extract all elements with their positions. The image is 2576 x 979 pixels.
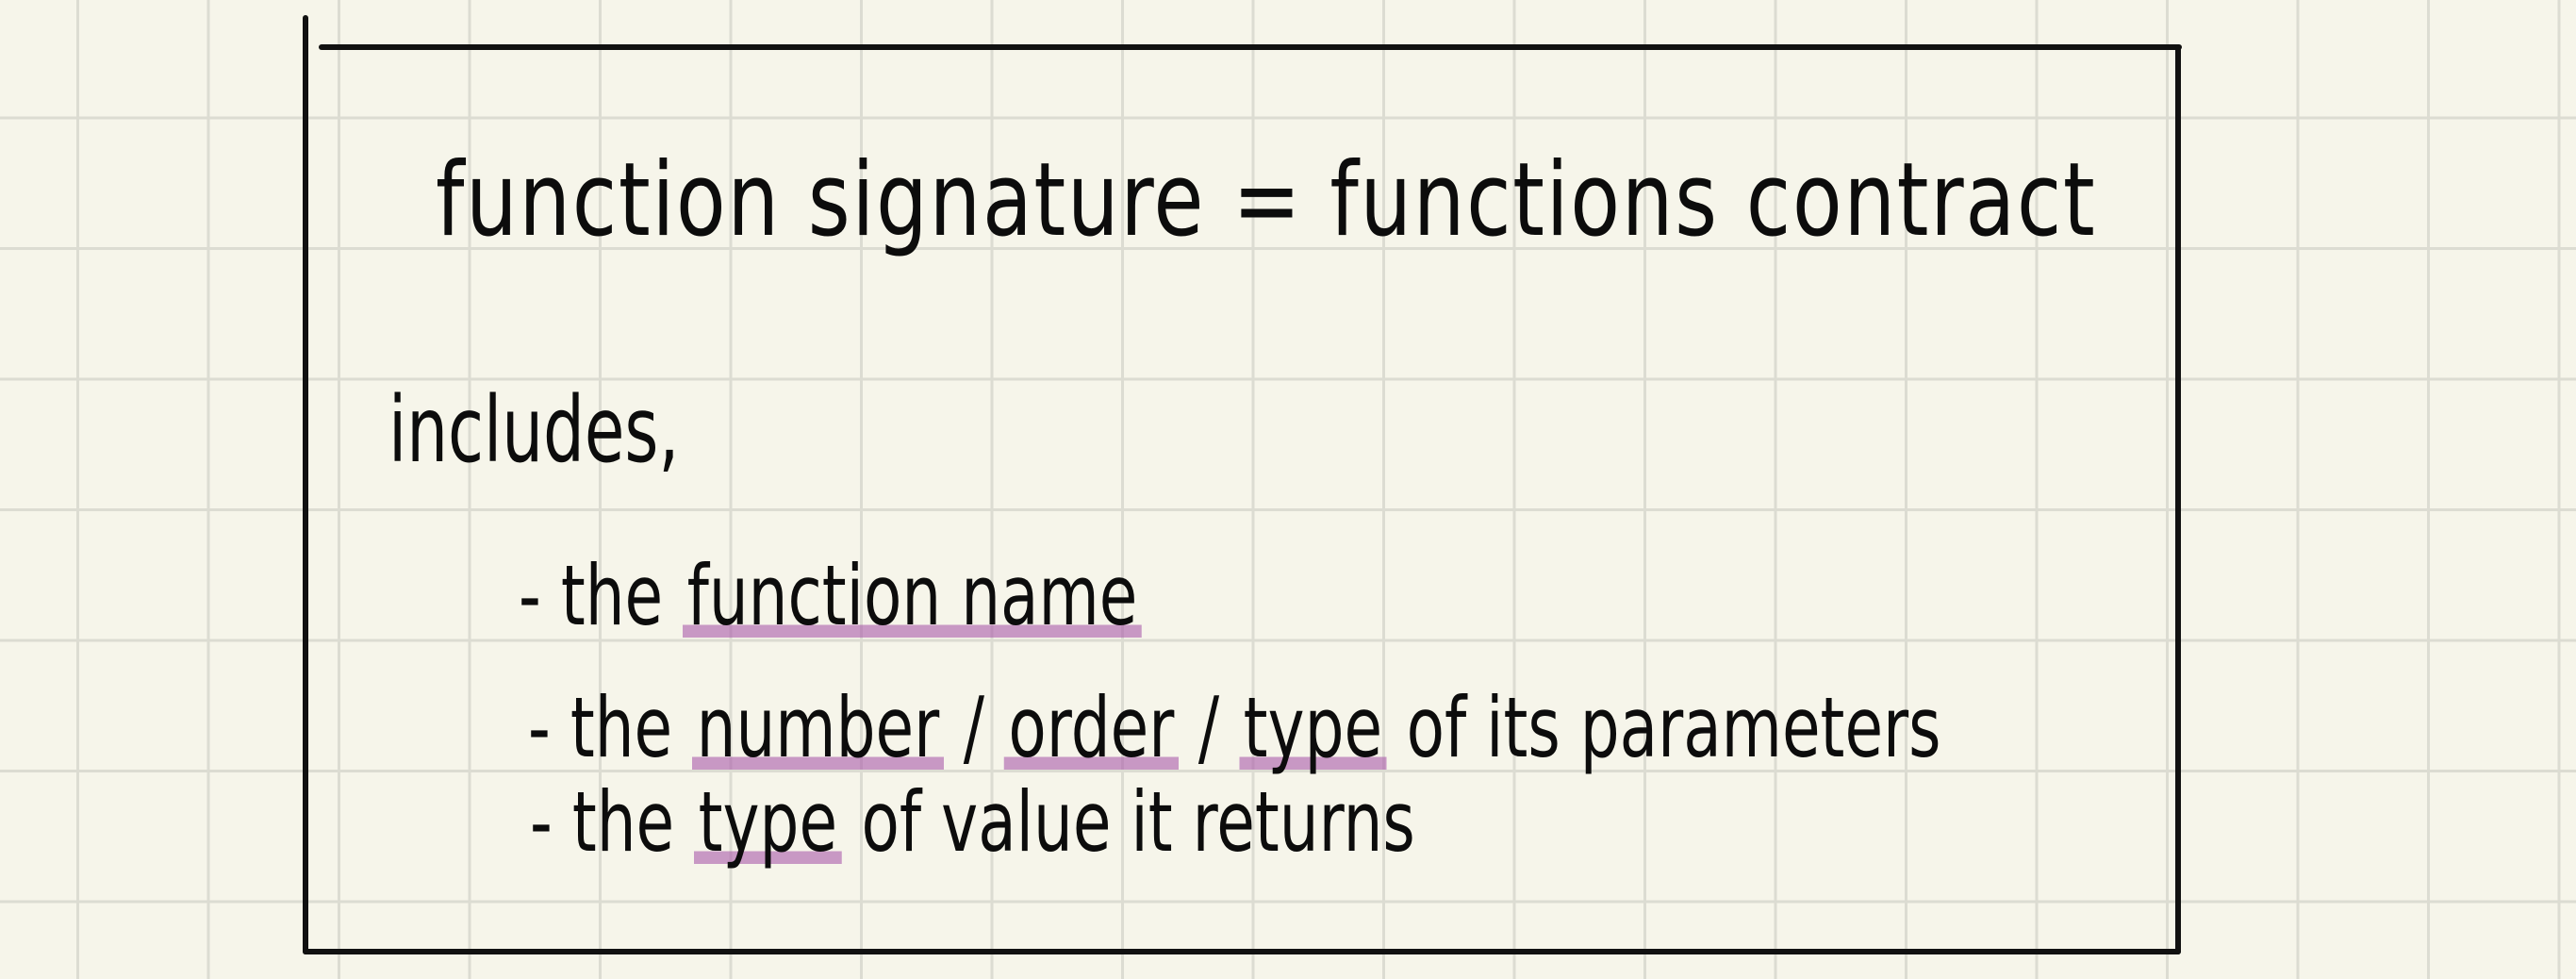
heading-right: functions contract xyxy=(1329,141,2097,259)
bullet-text: of its parameters xyxy=(1406,679,1941,776)
bullet-dash: - xyxy=(528,679,551,776)
bullet-item-1: - the function name xyxy=(519,547,1142,644)
separator-slash: / xyxy=(963,679,984,776)
frame-bottom-line xyxy=(303,949,2181,954)
frame-top-line xyxy=(319,44,2182,50)
highlighted-term: type xyxy=(1239,679,1387,776)
heading-left: function signature xyxy=(436,141,1206,259)
bullet-item-3: - the type of value it returns xyxy=(530,773,1415,871)
frame-right-line xyxy=(2175,44,2181,954)
bullet-text: the xyxy=(571,773,675,871)
bullet-text: the xyxy=(560,547,664,644)
bullet-dash: - xyxy=(519,547,541,644)
bullet-item-2: - the number / order / type of its param… xyxy=(528,679,1941,776)
separator-slash: / xyxy=(1197,679,1220,776)
heading-equals: = xyxy=(1232,141,1303,259)
highlighted-term: number xyxy=(692,679,944,776)
highlighted-term: function name xyxy=(683,547,1142,644)
frame-left-line xyxy=(303,15,308,954)
heading-line: function signature = functions contract xyxy=(436,141,2096,259)
intro-text: includes, xyxy=(388,377,680,483)
highlighted-term: type xyxy=(694,773,842,871)
bullet-dash: - xyxy=(530,773,553,871)
bullet-text: the xyxy=(570,679,673,776)
bullet-text: of value it returns xyxy=(861,773,1415,871)
highlighted-term: order xyxy=(1003,679,1179,776)
